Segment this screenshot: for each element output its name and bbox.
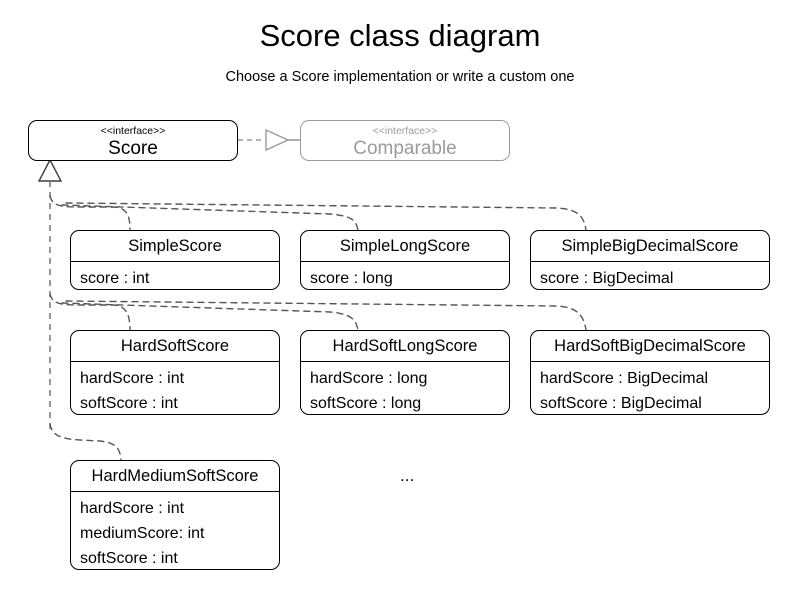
more-implementations-ellipsis: ...	[400, 466, 415, 485]
node-simple-long-score[interactable]: SimpleLongScore score : long	[300, 230, 510, 290]
attribute-row: score : BigDecimal	[540, 270, 674, 287]
node-title: HardMediumSoftScore	[71, 461, 279, 492]
attribute-row: hardScore : int	[80, 500, 185, 517]
node-score-stereotype: <<interface>>	[100, 125, 166, 137]
attribute-row: softScore : long	[310, 395, 422, 412]
page-subtitle: Choose a Score implementation or write a…	[225, 69, 575, 85]
node-attributes: hardScore : long softScore : long	[301, 362, 509, 414]
node-hard-soft-score[interactable]: HardSoftScore hardScore : int softScore …	[70, 330, 280, 415]
node-hard-soft-big-decimal-score[interactable]: HardSoftBigDecimalScore hardScore : BigD…	[530, 330, 770, 415]
attribute-row: hardScore : long	[310, 370, 428, 387]
page-title: Score class diagram	[259, 18, 541, 53]
node-attributes: hardScore : BigDecimal softScore : BigDe…	[531, 362, 769, 414]
node-hard-medium-soft-score[interactable]: HardMediumSoftScore hardScore : int medi…	[70, 460, 280, 570]
node-attributes: score : long	[301, 262, 509, 289]
node-comparable-name: Comparable	[353, 138, 457, 159]
node-title: SimpleLongScore	[301, 231, 509, 262]
node-attributes: hardScore : int softScore : int	[71, 362, 279, 414]
node-hard-soft-long-score[interactable]: HardSoftLongScore hardScore : long softS…	[300, 330, 510, 415]
node-title: HardSoftLongScore	[301, 331, 509, 362]
node-comparable-head: <<interface>> Comparable	[301, 121, 509, 160]
node-simple-big-decimal-score[interactable]: SimpleBigDecimalScore score : BigDecimal	[530, 230, 770, 290]
node-score[interactable]: <<interface>> Score	[28, 120, 238, 161]
node-attributes: score : BigDecimal	[531, 262, 769, 289]
node-comparable[interactable]: <<interface>> Comparable	[300, 120, 510, 161]
node-simple-score[interactable]: SimpleScore score : int	[70, 230, 280, 290]
node-title: SimpleBigDecimalScore	[531, 231, 769, 262]
attribute-row: score : long	[310, 270, 393, 287]
node-title: HardSoftScore	[71, 331, 279, 362]
node-score-name: Score	[108, 138, 158, 159]
attribute-row: softScore : BigDecimal	[540, 395, 702, 412]
attribute-row: softScore : int	[80, 550, 178, 567]
attribute-row: mediumScore: int	[80, 525, 205, 542]
attribute-row: hardScore : int	[80, 370, 185, 387]
node-attributes: score : int	[71, 262, 279, 289]
node-title: HardSoftBigDecimalScore	[531, 331, 769, 362]
attribute-row: hardScore : BigDecimal	[540, 370, 709, 387]
attribute-row: softScore : int	[80, 395, 178, 412]
node-comparable-stereotype: <<interface>>	[372, 125, 438, 137]
node-score-head: <<interface>> Score	[29, 121, 237, 160]
node-title: SimpleScore	[71, 231, 279, 262]
node-attributes: hardScore : int mediumScore: int softSco…	[71, 492, 279, 569]
attribute-row: score : int	[80, 270, 150, 287]
